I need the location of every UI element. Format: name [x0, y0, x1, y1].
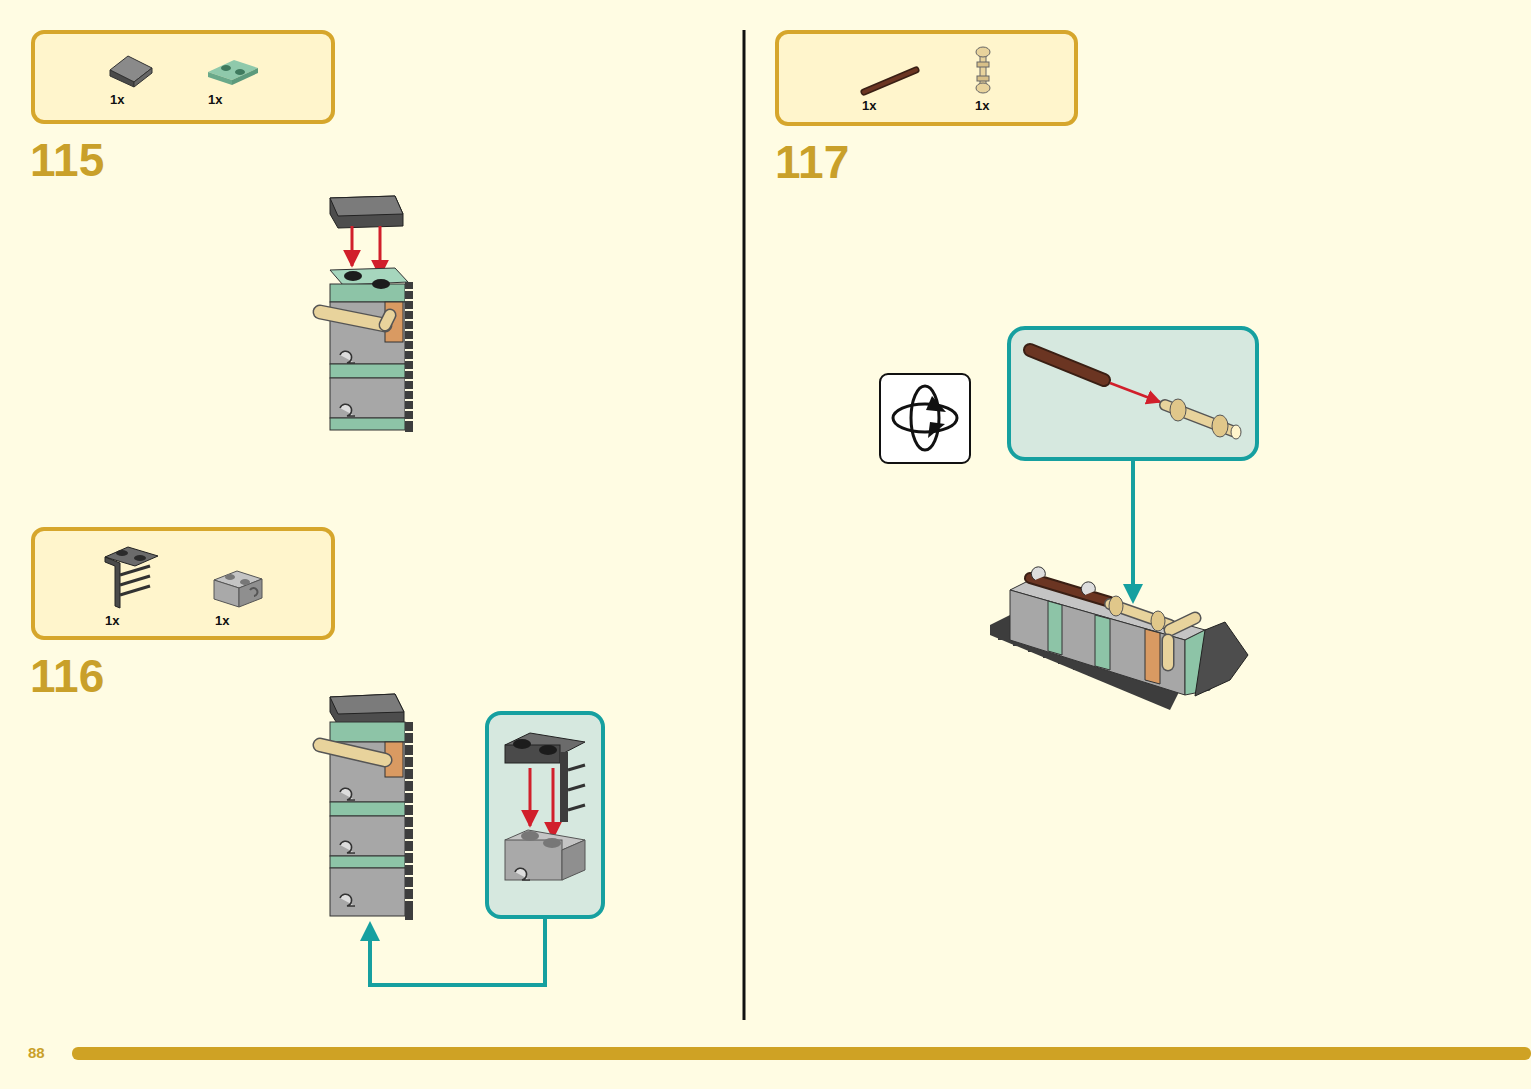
callout-subassembly	[370, 713, 603, 985]
clip-brick-part-icon	[214, 571, 262, 607]
rotate-icon	[880, 374, 970, 463]
page-number: 88	[28, 1045, 45, 1060]
parts-box-fill	[33, 529, 333, 638]
parts-list-box: 1x 1x	[775, 30, 1078, 126]
part-quantity: 1x	[975, 98, 989, 113]
step-117-model	[990, 567, 1248, 710]
slope-part-icon	[110, 56, 152, 87]
step-number: 116	[30, 653, 104, 699]
callout-bar-assembly	[1009, 328, 1257, 600]
parts-box-fill	[777, 32, 1076, 124]
step-116-model	[320, 694, 414, 920]
part-quantity: 1x	[105, 613, 119, 628]
part-quantity: 1x	[215, 613, 229, 628]
step-number: 115	[30, 137, 104, 183]
parts-box-fill	[33, 32, 333, 122]
footer-bar	[72, 1047, 1531, 1060]
tan-connector-part-icon	[976, 47, 990, 93]
part-quantity: 1x	[862, 98, 876, 113]
bar-part-icon	[864, 70, 916, 92]
parts-list-box: 1x 1x	[31, 30, 335, 124]
step-115-model	[320, 196, 414, 432]
step-number: 117	[775, 139, 849, 185]
part-quantity: 1x	[110, 92, 124, 107]
divider-line	[743, 30, 746, 1020]
parts-list-box: 1x 1x	[31, 527, 335, 640]
bracket-part-icon	[105, 547, 158, 608]
part-quantity: 1x	[208, 92, 222, 107]
plate-part-icon	[208, 60, 258, 85]
